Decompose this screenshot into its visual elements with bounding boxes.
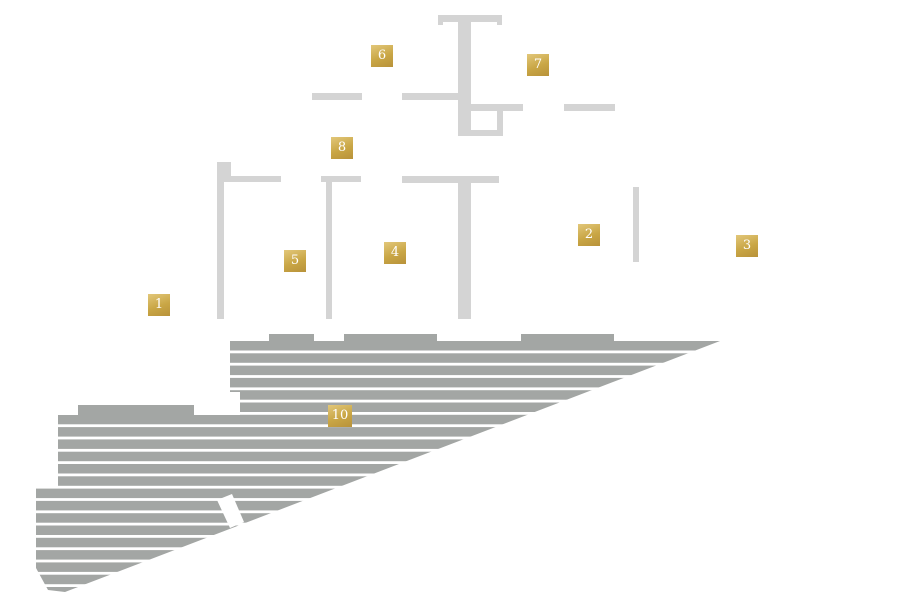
deck-stripe xyxy=(36,402,720,412)
deck-stripe xyxy=(36,341,720,351)
room-marker-8[interactable]: 8 xyxy=(331,137,353,159)
deck-stripe xyxy=(36,464,720,474)
room-marker-3[interactable]: 3 xyxy=(736,235,758,257)
room-marker-4[interactable]: 4 xyxy=(384,242,406,264)
room-marker-6[interactable]: 6 xyxy=(371,45,393,67)
deck-stripe xyxy=(36,439,720,449)
deck-top-blocks xyxy=(78,334,614,415)
deck-stripe xyxy=(36,537,720,548)
deck-notch xyxy=(217,494,244,528)
deck-stripe xyxy=(36,390,720,400)
deck-stripe xyxy=(36,513,720,523)
deck-stripe xyxy=(30,599,730,609)
deck-stripe xyxy=(36,525,720,535)
deck-stripe xyxy=(36,353,720,363)
deck-stripe xyxy=(36,500,720,511)
deck-stripe xyxy=(36,488,720,499)
deck-stripe xyxy=(36,550,720,560)
deck-stripe xyxy=(36,427,720,437)
striped-deck xyxy=(30,341,730,609)
deck-stripe xyxy=(36,451,720,462)
room-marker-1[interactable]: 1 xyxy=(148,294,170,316)
room-marker-7[interactable]: 7 xyxy=(527,54,549,76)
deck-stripe xyxy=(36,377,720,388)
deck-stripe xyxy=(36,414,720,425)
deck-stripe xyxy=(36,587,720,592)
deck-stripe xyxy=(36,562,720,572)
deck-stripe xyxy=(36,365,720,376)
room-marker-2[interactable]: 2 xyxy=(578,224,600,246)
deck-stripe xyxy=(36,476,720,486)
deck-stripe xyxy=(36,574,720,585)
room-marker-10[interactable]: 10 xyxy=(328,405,352,427)
room-marker-5[interactable]: 5 xyxy=(284,250,306,272)
middle-walls xyxy=(217,162,639,319)
upper-walls xyxy=(312,15,615,136)
